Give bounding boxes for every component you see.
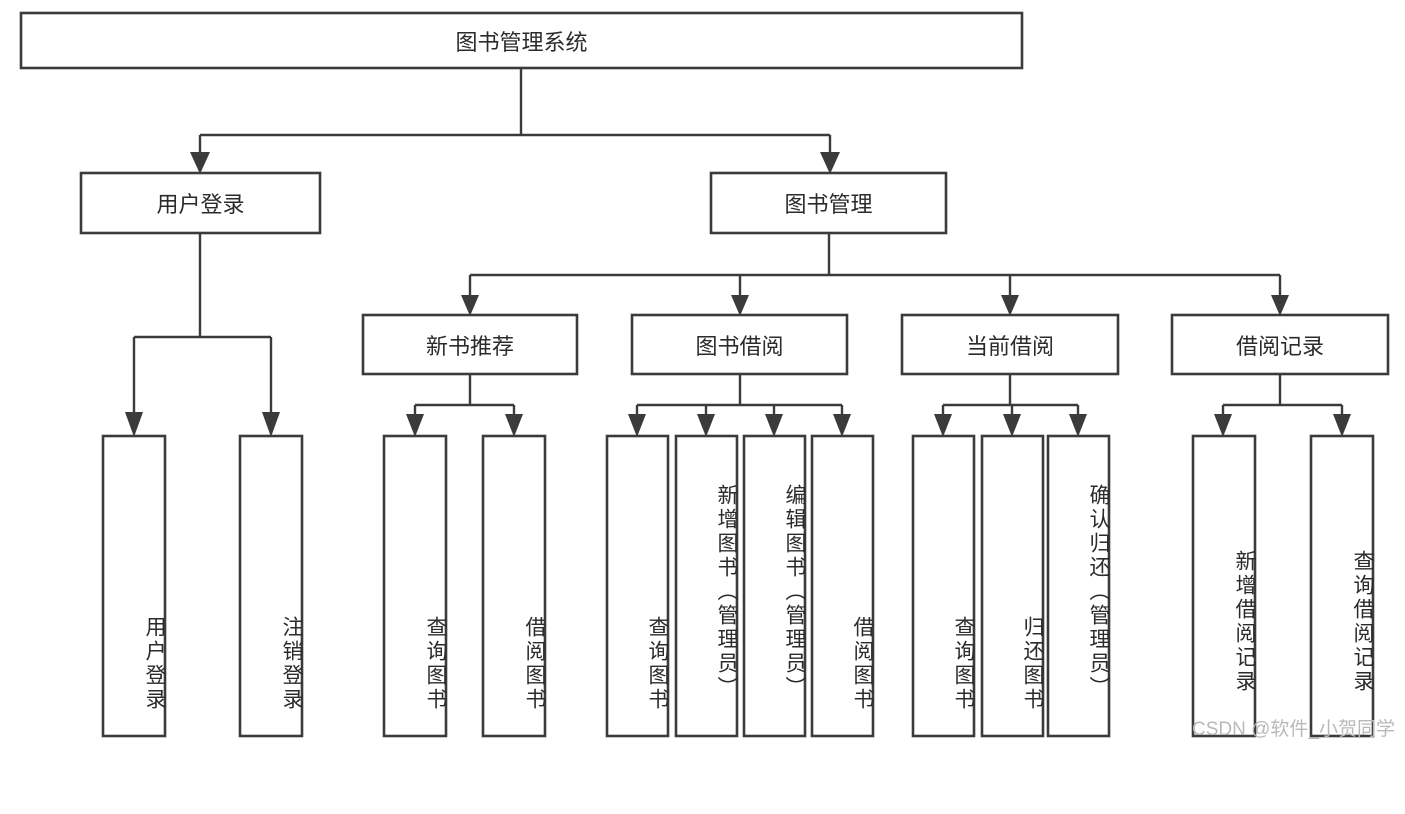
connector-book-manage-bus xyxy=(468,233,1282,299)
arrowhead-leaf-return-book xyxy=(1003,414,1021,437)
node-leaf-borrow-book-1[interactable] xyxy=(481,434,547,738)
arrowhead-leaf-user-login xyxy=(125,412,143,437)
arrowhead-current-borrow xyxy=(1001,295,1019,316)
arrowhead-book-manage xyxy=(820,152,840,174)
node-borrow-record[interactable] xyxy=(1170,313,1390,376)
node-layer xyxy=(19,11,1390,738)
node-leaf-user-login[interactable] xyxy=(101,434,167,738)
arrowhead-layer xyxy=(125,152,1351,437)
arrowhead-user-login xyxy=(190,152,210,174)
connector-book-borrow-bus xyxy=(635,374,844,422)
node-book-borrow[interactable] xyxy=(630,313,849,376)
node-leaf-logout-login[interactable] xyxy=(238,434,304,738)
functional-structure-diagram: 图书管理系统 用户登录 图书管理 新书推荐 图书借阅 当前借阅 借阅记录 用户登… xyxy=(19,11,1395,740)
node-leaf-query-book-3[interactable] xyxy=(911,434,976,738)
node-leaf-query-record[interactable] xyxy=(1309,434,1375,738)
arrowhead-leaf-add-book xyxy=(697,414,715,437)
arrowhead-book-borrow xyxy=(731,295,749,316)
arrowhead-leaf-confirm-return xyxy=(1069,414,1087,437)
node-new-book-recommend[interactable] xyxy=(361,313,579,376)
node-leaf-borrow-book-2[interactable] xyxy=(810,434,875,738)
node-leaf-confirm-return[interactable] xyxy=(1046,434,1111,738)
diagram-canvas xyxy=(19,11,1390,738)
arrowhead-leaf-query-record xyxy=(1333,414,1351,437)
node-leaf-add-book[interactable] xyxy=(674,434,739,738)
arrowhead-leaf-query-book-2 xyxy=(628,414,646,437)
node-current-borrow[interactable] xyxy=(900,313,1120,376)
node-leaf-edit-book[interactable] xyxy=(742,434,807,738)
connector-new-book-bus xyxy=(413,374,516,422)
arrowhead-leaf-edit-book xyxy=(765,414,783,437)
connector-layer xyxy=(132,68,1344,422)
watermark-text: CSDN @软件_小贺同学 xyxy=(1192,719,1395,740)
arrowhead-new-book-recommend xyxy=(461,295,479,316)
connector-borrow-record-bus xyxy=(1221,374,1344,422)
node-user-login[interactable] xyxy=(79,171,322,235)
connector-user-login-bus xyxy=(132,233,273,420)
node-leaf-return-book[interactable] xyxy=(980,434,1045,738)
node-root[interactable] xyxy=(19,11,1024,70)
node-leaf-query-book-2[interactable] xyxy=(605,434,670,738)
node-leaf-query-book-1[interactable] xyxy=(382,434,448,738)
node-book-manage[interactable] xyxy=(709,171,948,235)
arrowhead-leaf-query-book-1 xyxy=(406,414,424,437)
connector-current-borrow-bus xyxy=(941,374,1080,422)
arrowhead-leaf-borrow-book-1 xyxy=(505,414,523,437)
arrowhead-borrow-record xyxy=(1271,295,1289,316)
arrowhead-leaf-borrow-book-2 xyxy=(833,414,851,437)
node-leaf-add-record[interactable] xyxy=(1191,434,1257,738)
arrowhead-leaf-add-record xyxy=(1214,414,1232,437)
connector-root-bus xyxy=(198,68,832,157)
arrowhead-leaf-query-book-3 xyxy=(934,414,952,437)
arrowhead-leaf-logout-login xyxy=(262,412,280,437)
